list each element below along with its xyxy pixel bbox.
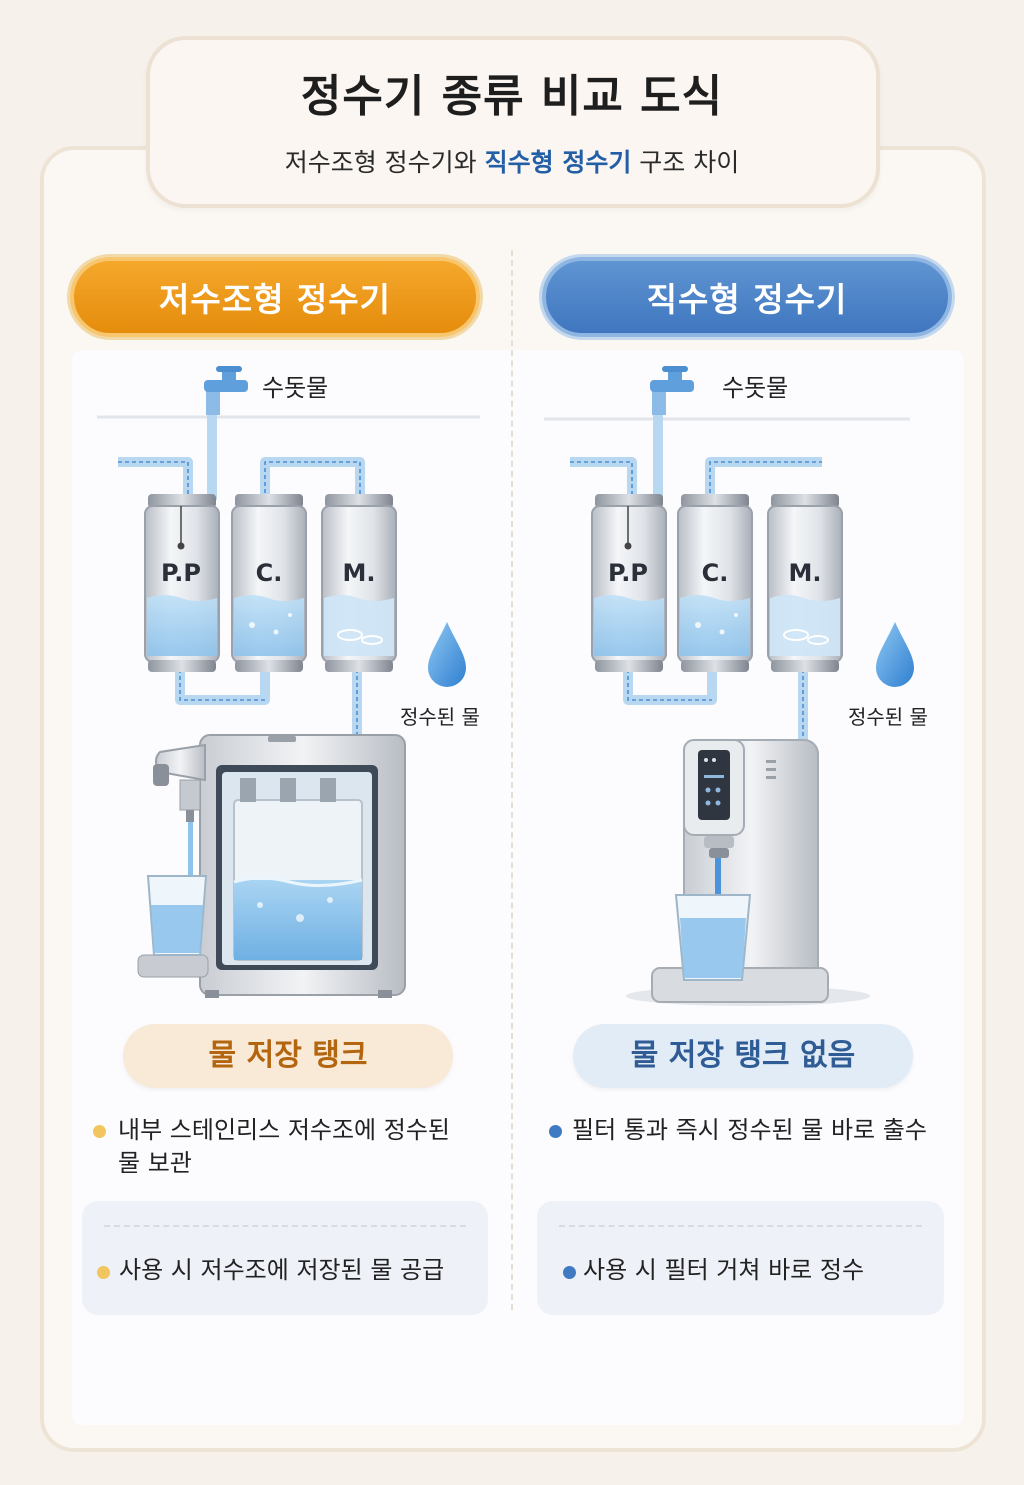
- right-filter-label-c: C.: [701, 559, 729, 587]
- left-heading: 저수조형 정수기: [70, 257, 480, 337]
- left-bullet-1: 내부 스테인리스 저수조에 정수된 물 보관: [118, 1114, 450, 1180]
- subtitle-highlight: 직수형 정수기: [484, 148, 632, 177]
- left-tank-purifier-icon: [137, 734, 406, 998]
- right-info-box: [537, 1201, 944, 1315]
- right-water-drop-icon: [876, 622, 914, 687]
- subtitle-part1: 저수조형 정수기와: [284, 148, 485, 177]
- left-tap-label: 수돗물: [262, 374, 329, 402]
- left-tank-label: 물 저장 탱크: [123, 1024, 453, 1088]
- right-bullet-2: 사용 시 필터 거쳐 바로 정수: [583, 1256, 865, 1284]
- right-bullet-dot-2: [563, 1266, 576, 1279]
- left-filter-label-pp: P.P: [161, 559, 201, 587]
- left-bullet-1-line1: 내부 스테인리스 저수조에 정수된: [118, 1116, 451, 1144]
- left-bullet-2: 사용 시 저수조에 저장된 물 공급: [119, 1256, 445, 1284]
- right-drop-label: 정수된 물: [848, 705, 928, 729]
- subtitle-part2: 구조 차이: [631, 148, 740, 177]
- right-filter-c: [677, 494, 753, 672]
- left-info-box: [82, 1201, 488, 1315]
- right-bullet-dot-1: [549, 1125, 562, 1138]
- left-filter-label-m: M.: [342, 559, 376, 587]
- left-bullet-dot-1: [93, 1125, 106, 1138]
- right-tap-label: 수돗물: [722, 374, 789, 402]
- left-filter-pp: [144, 494, 220, 672]
- left-filter-m: [321, 494, 397, 672]
- right-faucet-icon: [650, 366, 694, 415]
- right-tank-label: 물 저장 탱크 없음: [573, 1024, 913, 1088]
- title-card: [146, 36, 880, 208]
- right-direct-purifier-icon: [626, 739, 870, 1006]
- left-filter-label-c: C.: [255, 559, 283, 587]
- right-heading: 직수형 정수기: [542, 257, 952, 337]
- right-filter-pp: [591, 494, 667, 672]
- right-filter-m: [767, 494, 843, 672]
- left-drop-label: 정수된 물: [400, 705, 480, 729]
- right-filter-label-pp: P.P: [608, 559, 648, 587]
- page-title: 정수기 종류 비교 도식: [300, 71, 724, 122]
- left-filter-c: [231, 494, 307, 672]
- left-water-drop-icon: [428, 622, 466, 687]
- right-box-dash: [559, 1225, 922, 1227]
- left-bullet-dot-2: [97, 1266, 110, 1279]
- left-glass-icon: [146, 875, 208, 956]
- right-filter-label-m: M.: [788, 559, 822, 587]
- right-bullet-1: 필터 통과 즉시 정수된 물 바로 출수: [572, 1116, 927, 1144]
- left-faucet-icon: [204, 366, 248, 415]
- right-glass-icon: [674, 894, 752, 981]
- left-bullet-1-line2: 물 보관: [118, 1149, 192, 1177]
- page-subtitle: 저수조형 정수기와 직수형 정수기 구조 차이: [0, 143, 1024, 179]
- left-box-dash: [104, 1225, 466, 1227]
- column-divider: [511, 250, 513, 1310]
